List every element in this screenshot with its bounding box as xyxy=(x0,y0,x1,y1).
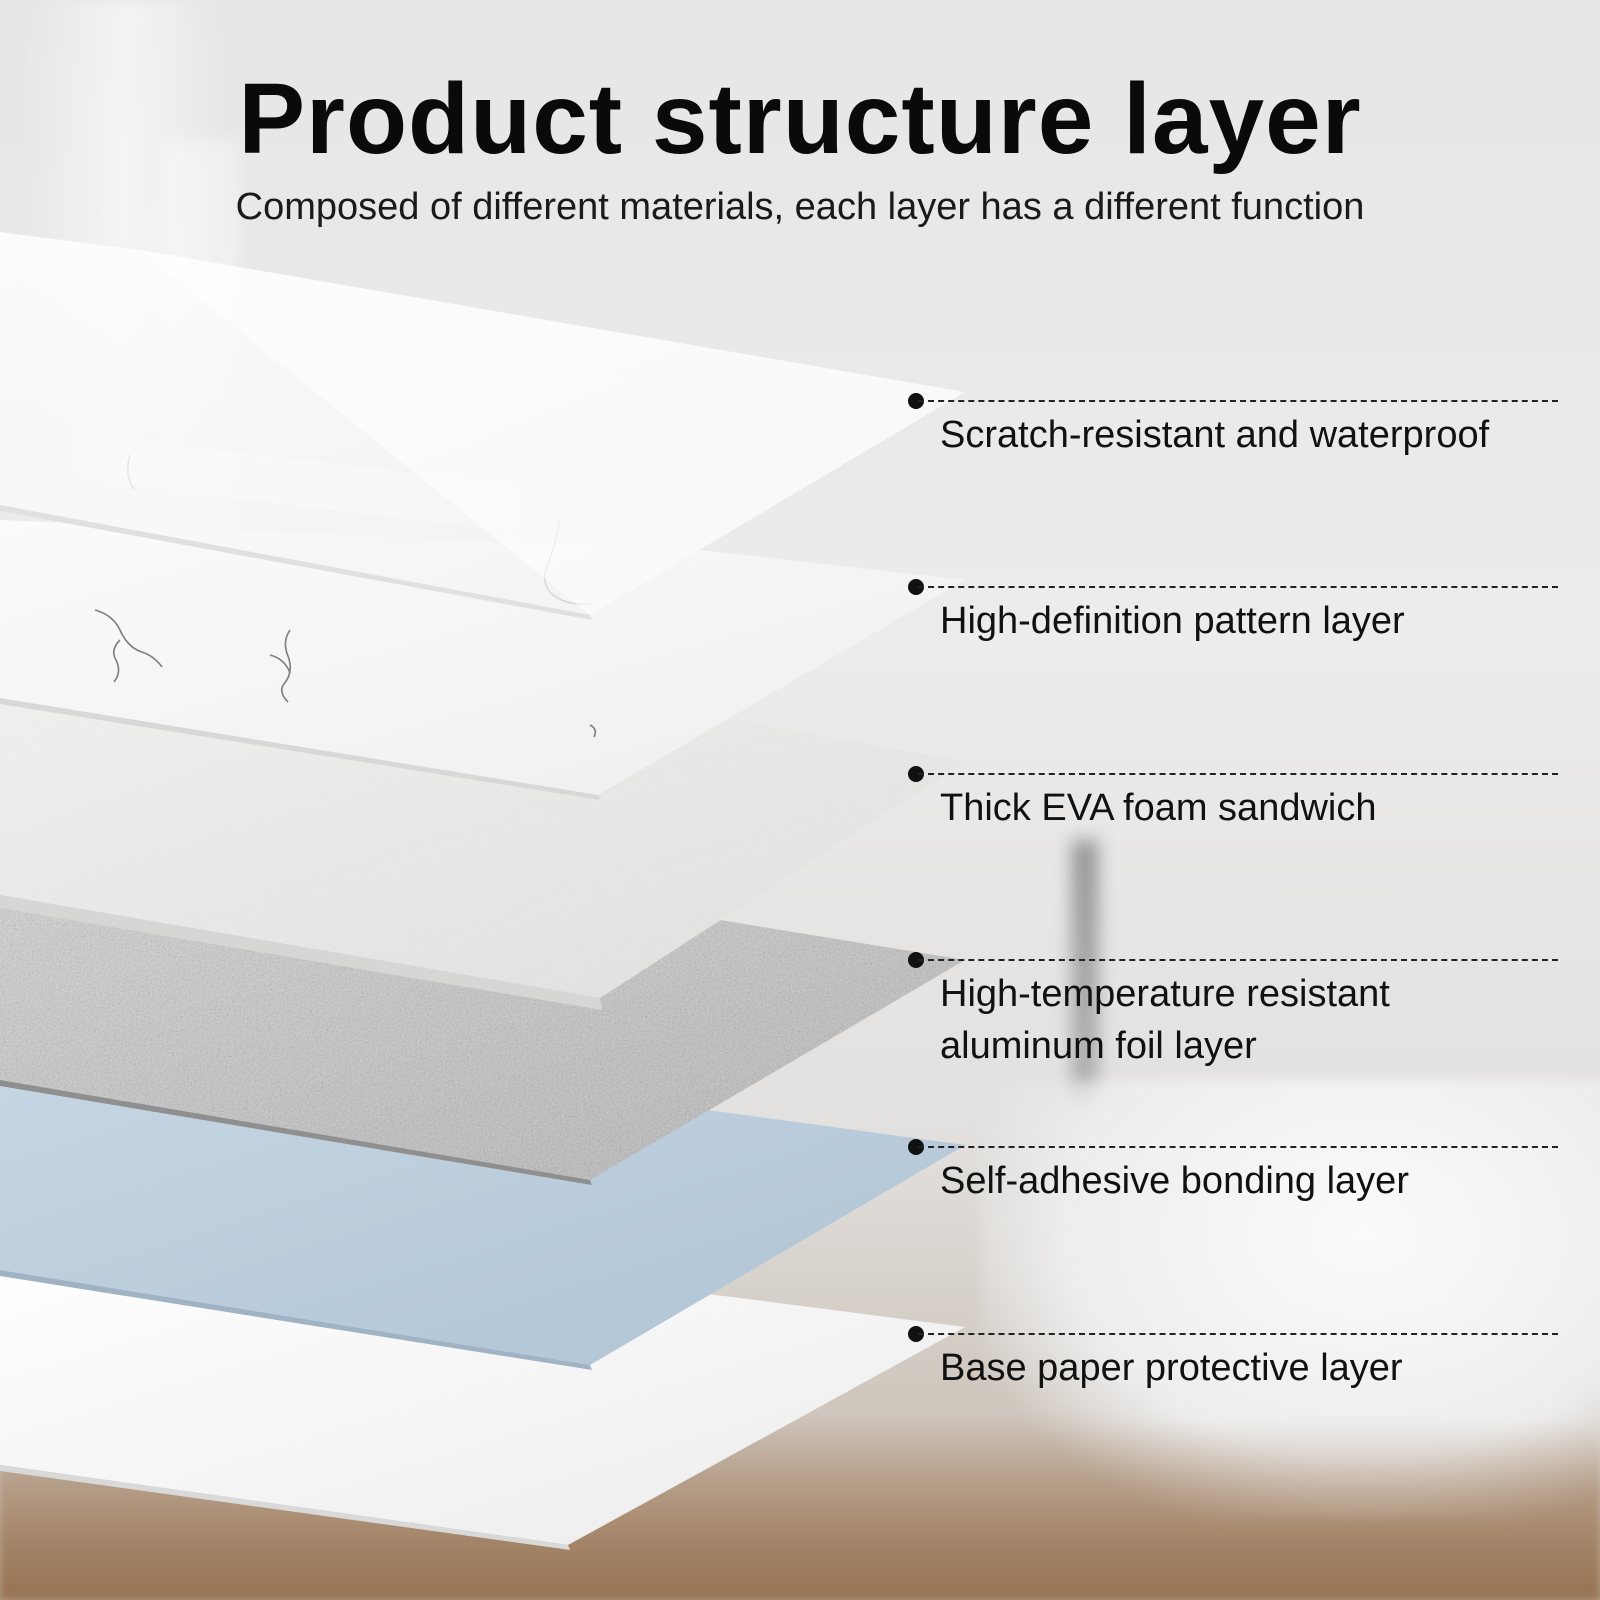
callout-label: Scratch-resistant and waterproof xyxy=(940,414,1490,456)
callout-dot xyxy=(908,1326,924,1342)
page-title: Product structure layer xyxy=(238,63,1362,175)
callout-dashed-line xyxy=(918,400,1558,402)
callout-label: Thick EVA foam sandwich xyxy=(940,787,1377,829)
callout-dashed-line xyxy=(918,959,1558,961)
page-subtitle: Composed of different materials, each la… xyxy=(235,186,1365,228)
layer-eva-foam xyxy=(0,695,965,1010)
layer-clear-film xyxy=(0,232,965,620)
callout-dot xyxy=(908,766,924,782)
callout-dot xyxy=(908,1139,924,1155)
callout-label: Base paper protective layer xyxy=(940,1347,1403,1389)
callout-label: Self-adhesive bonding layer xyxy=(940,1160,1409,1202)
background-faucet xyxy=(1072,840,1098,1100)
callout-dot xyxy=(908,579,924,595)
layer-base-paper xyxy=(0,1248,965,1550)
callout-label: High-definition pattern layer xyxy=(940,600,1405,642)
callout-dot xyxy=(908,952,924,968)
callout-dashed-line xyxy=(918,1333,1558,1335)
callout-dashed-line xyxy=(918,1146,1558,1148)
callout-label: High-temperature resistant aluminum foil… xyxy=(940,973,1390,1067)
layer-aluminum-foil xyxy=(0,895,965,1185)
callout-dashed-line xyxy=(918,773,1558,775)
layer-self-adhesive xyxy=(0,1060,965,1370)
callout-dashed-line xyxy=(918,586,1558,588)
callout-dot xyxy=(908,393,924,409)
layer-marble-pattern xyxy=(0,454,965,800)
